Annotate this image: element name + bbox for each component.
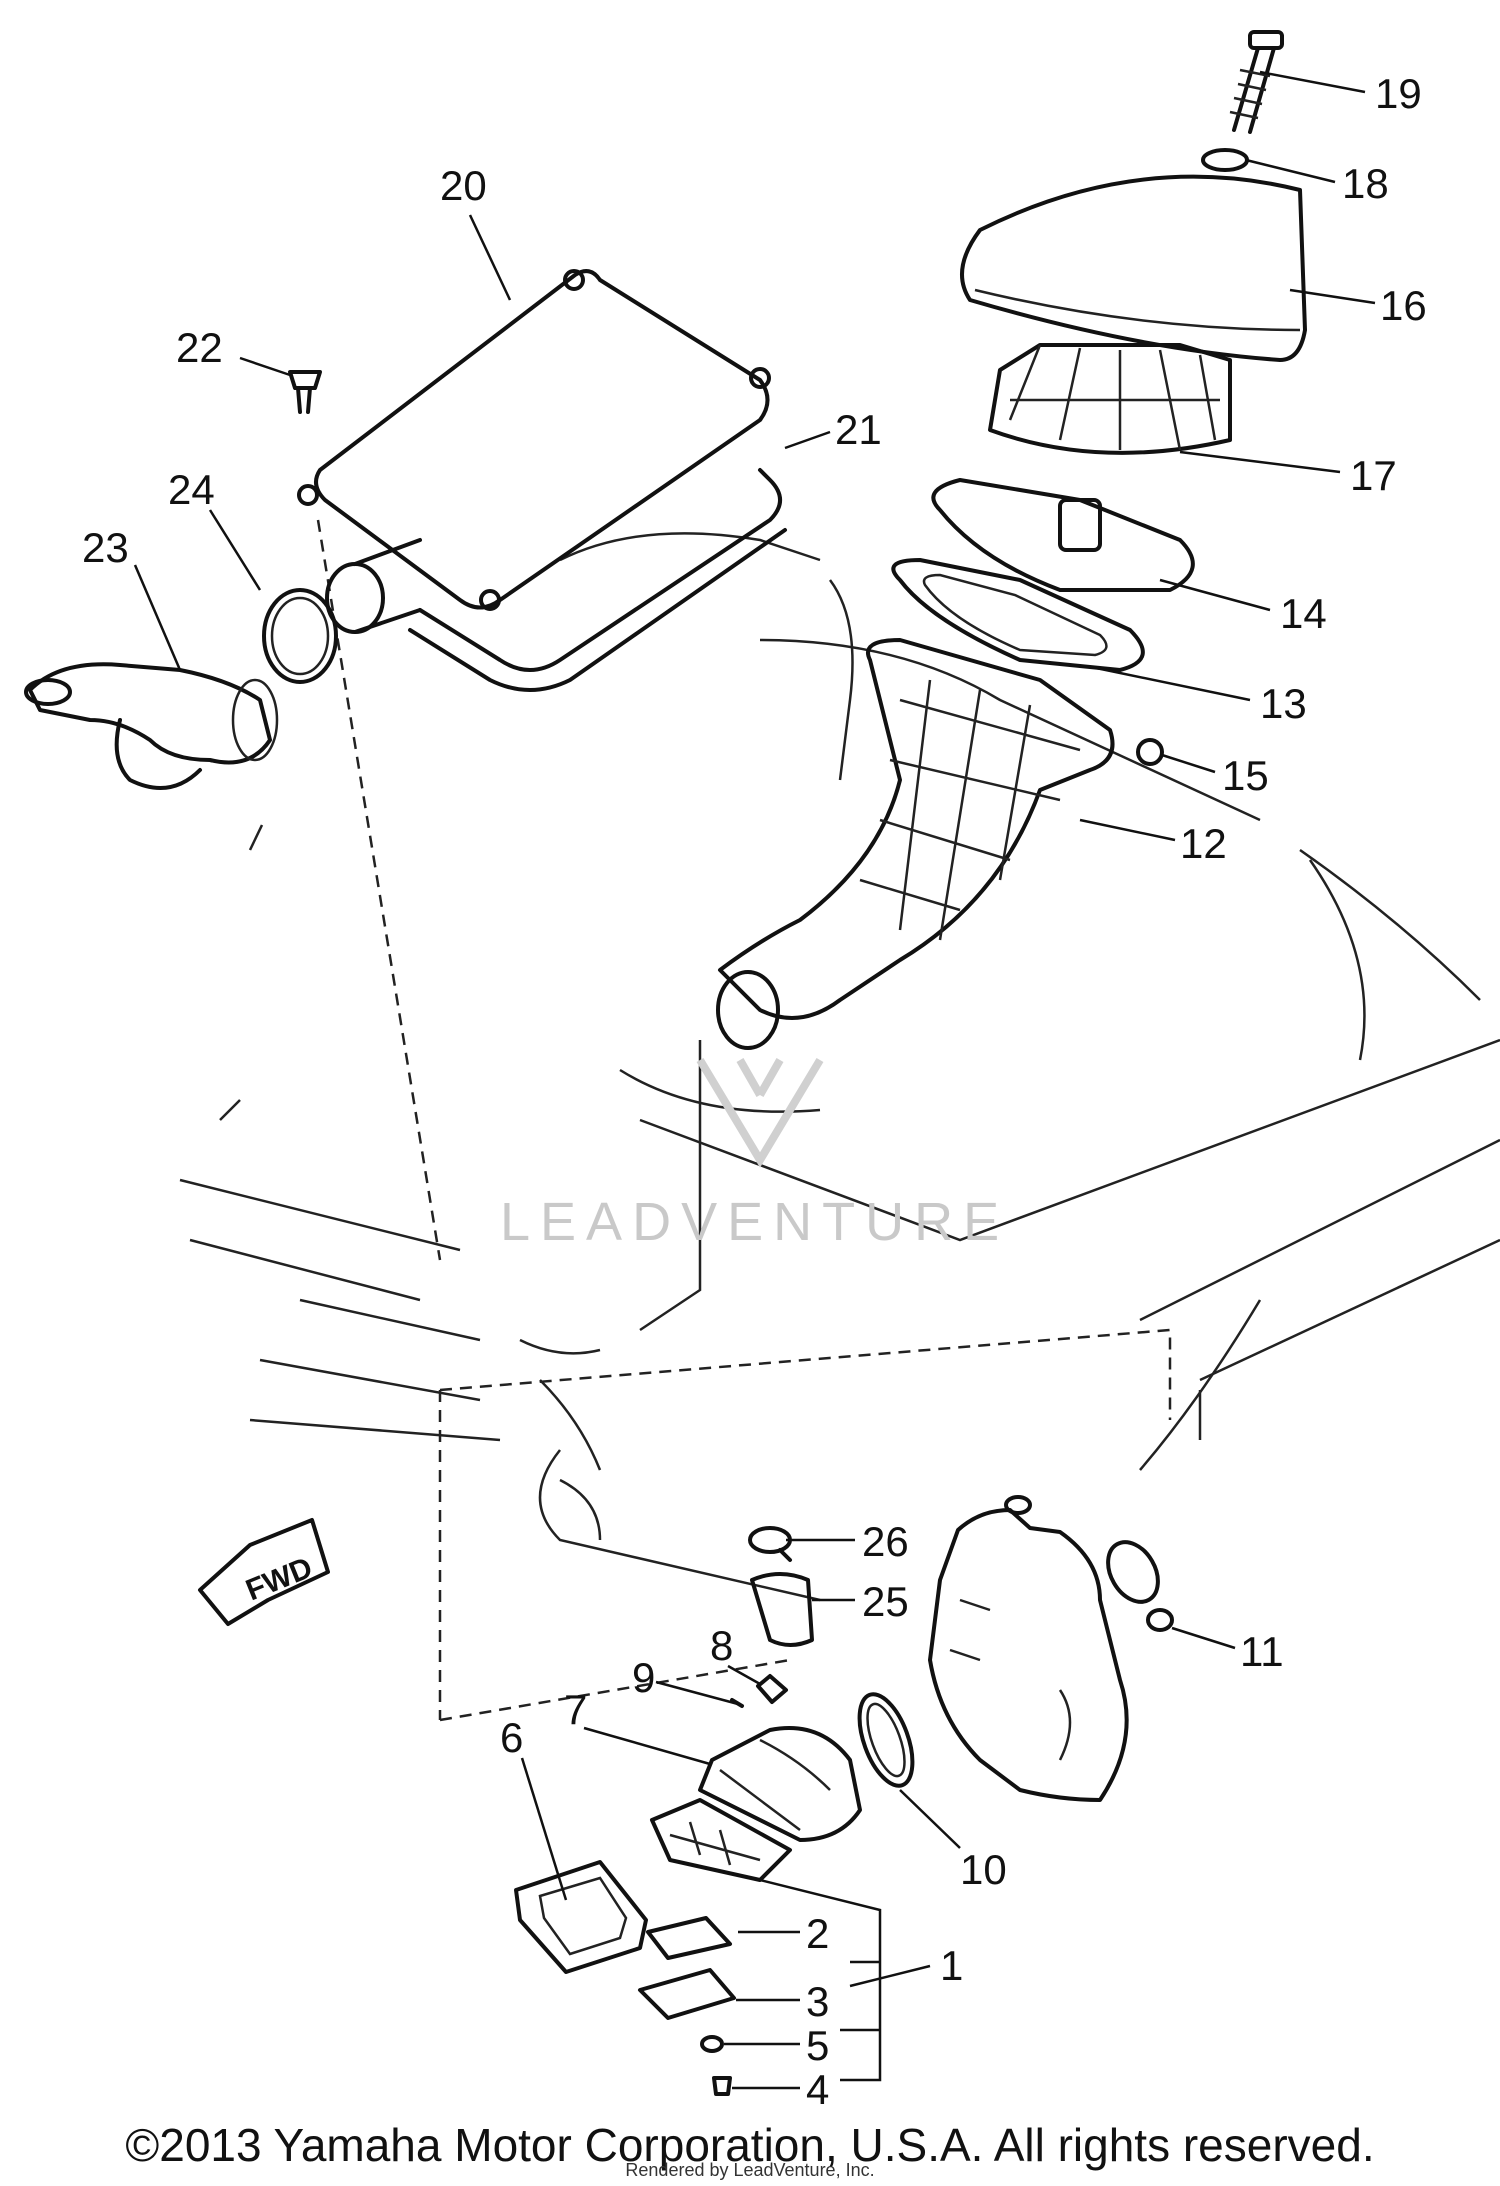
- part-21-seal: [408, 468, 787, 692]
- part-4-screw: [712, 2076, 732, 2096]
- callout-numbers: 19 18 16 17 14 13 15 12 20 21 22 24 23 2…: [82, 70, 1427, 2113]
- callout-24: 24: [168, 466, 215, 513]
- callout-6: 6: [500, 1714, 523, 1761]
- callout-19: 19: [1375, 70, 1422, 117]
- part-11-holder: [1106, 1540, 1174, 1632]
- callout-11: 11: [1240, 1628, 1284, 1675]
- callout-17: 17: [1350, 452, 1397, 499]
- hull-outline: [179, 532, 1500, 1602]
- part-24-clamp: [262, 588, 338, 684]
- part-8-screw: [756, 1674, 788, 1704]
- callout-8: 8: [710, 1622, 733, 1669]
- callout-5: 5: [806, 2022, 829, 2069]
- part-6-gasket: [514, 1860, 648, 1974]
- callout-18: 18: [1342, 160, 1389, 207]
- part-13-gasket: [891, 558, 1145, 672]
- rendered-by-notice: Rendered by LeadVenture, Inc.: [625, 2160, 875, 2180]
- callout-7: 7: [564, 1686, 587, 1733]
- alignment-lines: [316, 519, 1172, 1722]
- part-23-elbow: [24, 662, 279, 790]
- callout-21: 21: [835, 406, 882, 453]
- callout-4: 4: [806, 2066, 829, 2113]
- part-20-air-box-cover: [297, 269, 771, 634]
- part-3-reed: [638, 1968, 736, 2020]
- callout-leaders: [133, 70, 1376, 2090]
- part-17-flame-arrester: [988, 343, 1232, 455]
- engine-block: [928, 1495, 1129, 1802]
- callout-3: 3: [806, 1978, 829, 2025]
- callout-2: 2: [806, 1910, 829, 1957]
- copyright-notice: ©2013 Yamaha Motor Corporation, U.S.A. A…: [125, 2119, 1375, 2171]
- part-19-bolt: [1229, 30, 1284, 134]
- part-22-screw: [288, 370, 322, 414]
- callout-20: 20: [440, 162, 487, 209]
- part-10-clamp: [857, 1692, 915, 1788]
- callout-25: 25: [862, 1578, 909, 1625]
- part-7-carburetor: [698, 1726, 862, 1842]
- callout-16: 16: [1380, 282, 1427, 329]
- fwd-label: FWD: [241, 1551, 317, 1607]
- callout-12: 12: [1180, 820, 1227, 867]
- part-18-washer: [1201, 148, 1249, 172]
- callout-13: 13: [1260, 680, 1307, 727]
- callout-14: 14: [1280, 590, 1327, 637]
- fwd-arrow: FWD: [198, 1518, 330, 1626]
- callout-26: 26: [862, 1518, 909, 1565]
- part-26-clip: [748, 1526, 792, 1562]
- part-5-washer: [700, 2035, 724, 2053]
- callout-22: 22: [176, 324, 223, 371]
- watermark-text: LEADVENTURE: [500, 1192, 1009, 1252]
- part-25-pipe: [750, 1572, 814, 1647]
- leadventure-watermark: LEADVENTURE: [500, 1057, 1009, 1252]
- callout-9: 9: [632, 1654, 655, 1701]
- part-12-intake-duct: [716, 638, 1115, 1050]
- callout-23: 23: [82, 524, 129, 571]
- callout-15: 15: [1222, 752, 1269, 799]
- callout-10: 10: [960, 1846, 1007, 1893]
- part-16-cover: [960, 174, 1307, 362]
- part-14-base-plate: [931, 478, 1195, 592]
- part-15-nut: [1136, 738, 1164, 766]
- reed-valve-block: [650, 1798, 792, 1882]
- callout-1: 1: [940, 1942, 963, 1989]
- part-2-stopper: [646, 1916, 732, 1960]
